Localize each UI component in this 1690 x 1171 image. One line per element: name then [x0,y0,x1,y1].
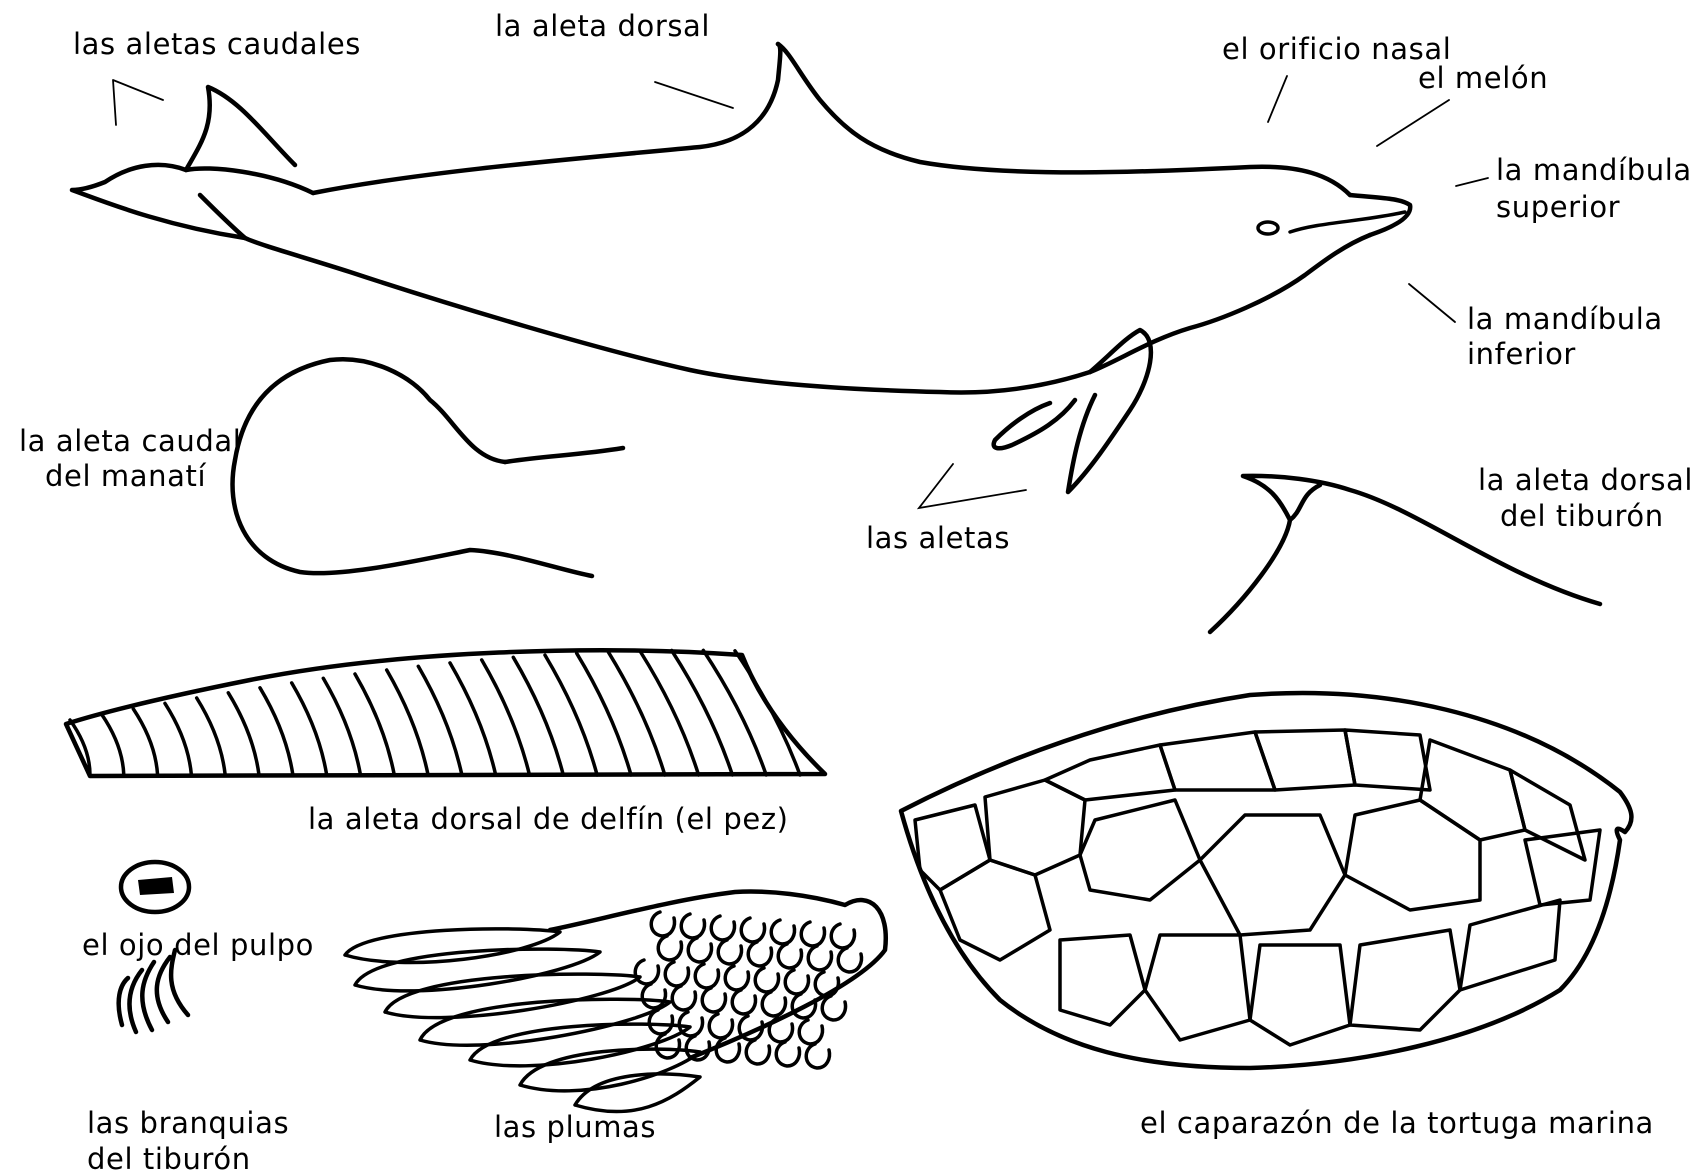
labels: las aletas caudales la aleta dorsal el o… [19,9,1690,1171]
label-feathers: las plumas [494,1110,656,1144]
label-octopus-eye: el ojo del pulpo [82,928,314,962]
label-shark-gills-line1: las branquias [87,1106,289,1140]
dolphin-eye-icon [1258,222,1278,234]
label-lower-jaw-line1: la mandíbula [1467,302,1663,336]
label-shark-dorsal-line2: del tiburón [1500,499,1664,533]
label-blowhole: el orificio nasal [1222,32,1451,66]
shark-gills-icon [119,950,188,1032]
label-shark-gills-line2: del tiburón [87,1142,251,1171]
label-manatee-tail-line1: la aleta caudal [19,424,241,458]
label-upper-jaw-line1: la mandíbula [1496,153,1690,187]
feather-wing-drawing [345,892,886,1112]
label-turtle-shell: el caparazón de la tortuga marina [1140,1106,1654,1140]
label-melon: el melón [1418,61,1548,95]
label-lower-jaw-line2: inferior [1467,337,1576,371]
turtle-shell-drawing [901,693,1631,1068]
octopus-eye-icon [121,862,189,912]
label-dorsal-fin: la aleta dorsal [495,9,710,43]
label-flippers: las aletas [866,521,1010,555]
label-manatee-tail-line2: del manatí [45,459,206,493]
label-shark-dorsal-line1: la aleta dorsal [1478,463,1690,497]
dolphin-drawing [72,44,1410,492]
label-mahi-dorsal-fin: la aleta dorsal de delfín (el pez) [308,802,789,836]
label-tail-flukes: las aletas caudales [73,27,361,61]
mahi-dorsal-fin-drawing [66,650,825,776]
label-upper-jaw-line2: superior [1496,190,1620,224]
manatee-tail-drawing [233,359,623,576]
